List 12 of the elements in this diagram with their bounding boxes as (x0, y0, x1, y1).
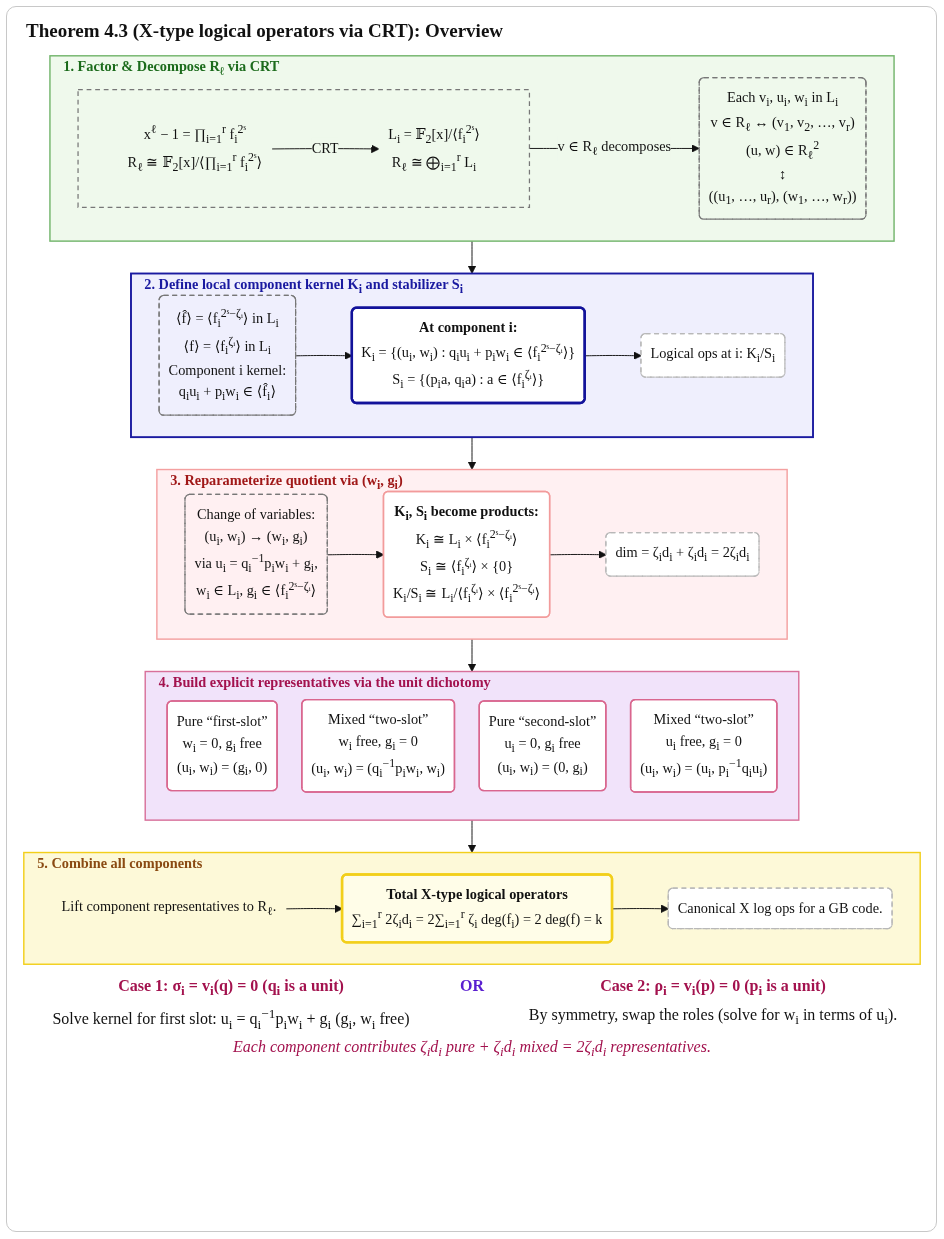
title: Theorem 4.3 (X-type logical operators via CRT): Overview (26, 20, 504, 42)
node-text: L$_{i}$ = 𝔽$_{2}$[x]/⟨f$_{i}$$^{2ˢ}$⟩ R$_{ℓ}$ ≅ ⨁$_{i=1}$$^{r}$ L$_{i}$ (388, 122, 480, 174)
edge-label: CRT (311, 140, 339, 156)
cluster (77, 89, 531, 208)
node-text: Lift component representatives to R$_{ℓ}$. (61, 898, 277, 919)
case-heading: Case 1: σ$_{i}$ = v$_{i}$(q) = 0 (q$_{i}$ is a unit) (117, 976, 345, 1000)
case-description: By symmetry, swap the roles (solve for w$_{i}$ in terms of u$_{i}$). (527, 1004, 899, 1029)
footnote-text: Each component contributes ζ$_{i}$d$_{i}$ pure + ζ$_{i}$d$_{i}$ mixed = 2ζ$_{i}$d$_{i}$ representatives. (232, 1037, 712, 1061)
case-description: Solve kernel for first slot: u$_{i}$ = q$_{i}$$^{−1}$p$_{i}$w$_{i}$ + g$_{i}$ (g$_{i}$, w$_{i}$ free) (51, 1004, 411, 1033)
case-heading: Case 2: ρ$_{i}$ = v$_{i}$(p) = 0 (p$_{i}$ is a unit) (599, 976, 827, 1000)
or-label: OR (459, 976, 485, 997)
edge-label: v ∈ R$_{ℓ}$ decomposes (557, 139, 672, 159)
